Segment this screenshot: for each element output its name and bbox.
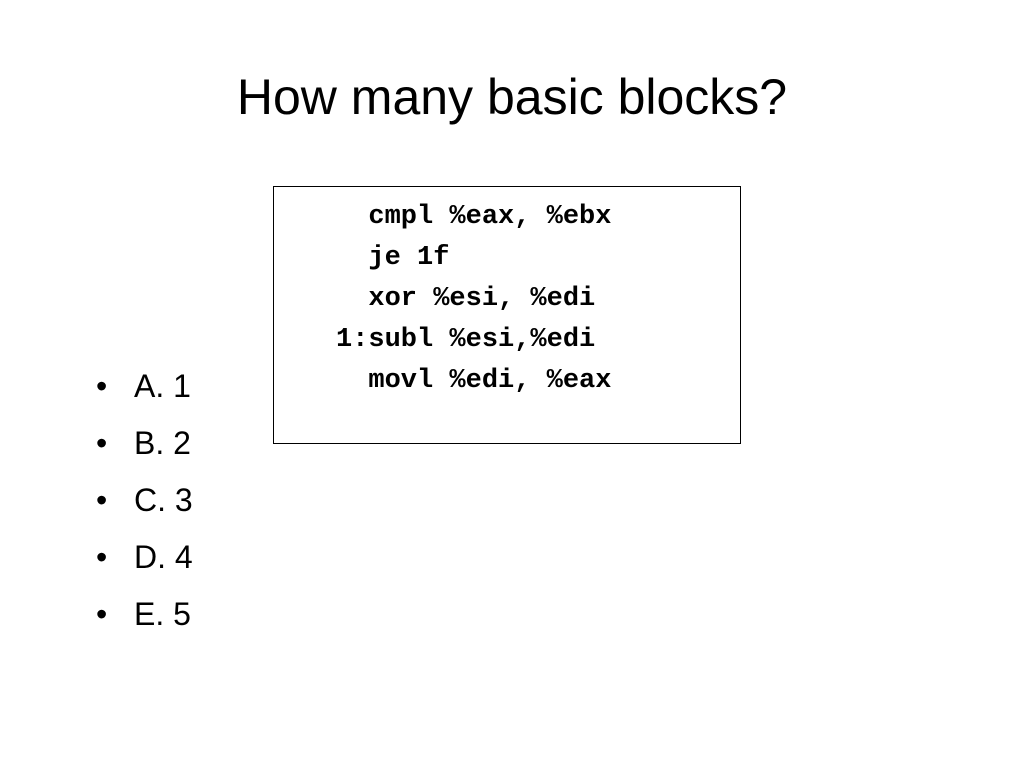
bullet-icon: • — [96, 482, 108, 518]
code-line: cmpl %eax, %ebx — [336, 202, 612, 232]
bullet-icon: • — [96, 425, 108, 461]
code-line: movl %edi, %eax — [336, 366, 612, 396]
code-line: 1:subl %esi,%edi — [336, 325, 596, 355]
code-listing: cmpl %eax, %ebx je 1f xor %esi, %edi 1:su… — [336, 197, 611, 402]
option-label: C. 3 — [134, 482, 193, 518]
bullet-icon: • — [96, 596, 108, 632]
bullet-icon: • — [96, 539, 108, 575]
bullet-icon: • — [96, 368, 108, 404]
option-label: A. 1 — [134, 368, 191, 404]
option-label: D. 4 — [134, 539, 193, 575]
option-label: E. 5 — [134, 596, 191, 632]
code-line: je 1f — [336, 243, 450, 273]
slide-title: How many basic blocks? — [236, 69, 788, 125]
code-box: cmpl %eax, %ebx je 1f xor %esi, %edi 1:su… — [273, 186, 741, 444]
option-label: B. 2 — [134, 425, 191, 461]
code-line: xor %esi, %edi — [336, 284, 596, 314]
